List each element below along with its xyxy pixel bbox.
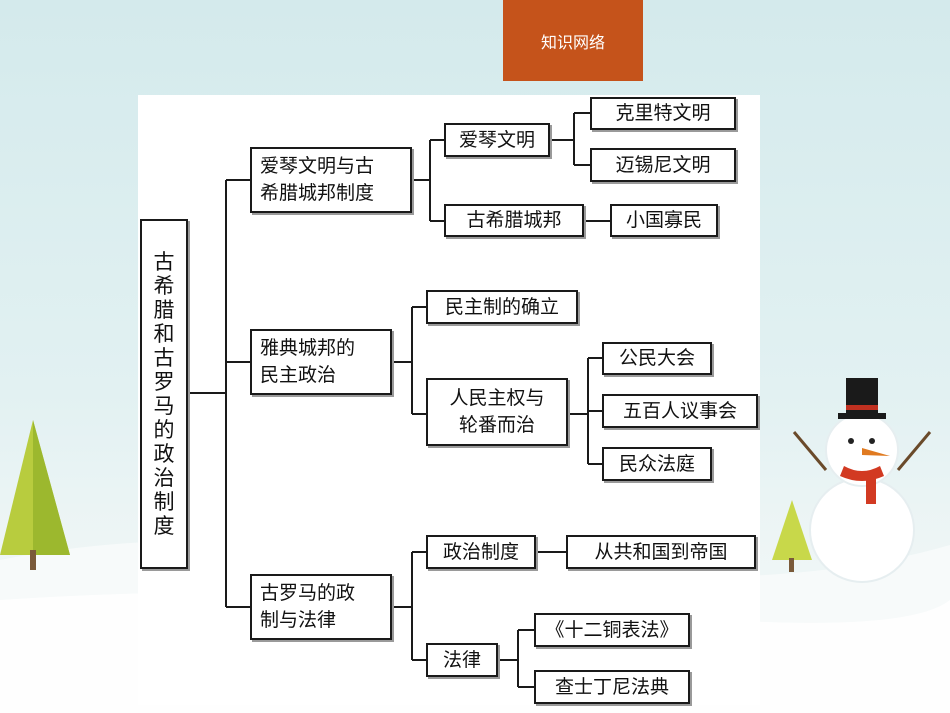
root-node: 古 希 腊 和 古 罗 马 的 政 治 制 度 [140,219,188,569]
leaf-minoan: 克里特文明 [590,97,736,130]
node-popular-sovereignty: 人民主权与 轮番而治 [426,378,568,446]
node-law: 法律 [426,643,498,677]
node-aegean-civilization: 爱琴文明 [444,123,550,157]
leaf-justinian-code: 查士丁尼法典 [534,670,690,704]
tree-icon [0,420,70,570]
node-political-system: 政治制度 [426,535,536,569]
leaf-small-state: 小国寡民 [610,204,718,237]
branch-aegean-greece: 爱琴文明与古 希腊城邦制度 [250,147,412,213]
branch-rome-law: 古罗马的政 制与法律 [250,574,392,640]
leaf-mycenaean: 迈锡尼文明 [590,148,736,182]
leaf-citizen-assembly: 公民大会 [602,342,712,375]
branch-athens-democracy: 雅典城邦的 民主政治 [250,329,392,395]
node-democracy-established: 民主制的确立 [426,290,578,324]
leaf-peoples-court: 民众法庭 [602,447,712,481]
section-tab: 知识网络 [503,0,643,81]
mind-map: 古 希 腊 和 古 罗 马 的 政 治 制 度 爱琴文明与古 希腊城邦制度 爱琴… [138,95,760,705]
leaf-republic-to-empire: 从共和国到帝国 [566,535,756,569]
snowman-icon [792,378,932,583]
small-tree-icon [772,500,812,572]
leaf-twelve-tables: 《十二铜表法》 [534,613,690,647]
node-greek-city-state: 古希腊城邦 [444,204,584,237]
leaf-council-500: 五百人议事会 [602,394,758,428]
connector-lines [188,112,610,688]
